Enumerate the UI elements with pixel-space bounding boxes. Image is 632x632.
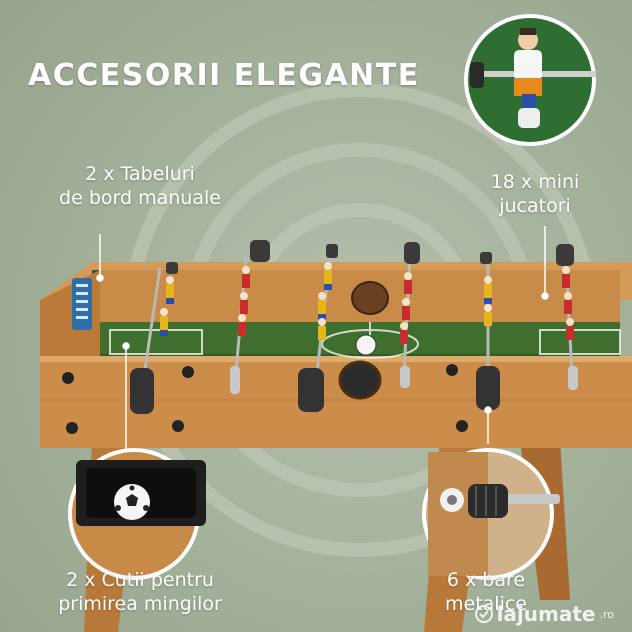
watermark-brand: lajumate [496,602,596,626]
watermark: lajumate.ro [474,602,614,626]
table-body [40,262,632,448]
callout-ball-boxes-line1: 2 x Cutii pentru [66,569,214,591]
top-handles [166,240,574,274]
inset-ball-box [68,448,206,580]
callout-lines [96,226,549,470]
callout-rods-line2: metalice [445,593,527,615]
callout-scoreboards-line1: 2 x Tabeluri [85,163,195,185]
callout-scoreboards-line2: de bord manuale [59,187,221,209]
callout-scoreboards: 2 x Tabeluri de bord manuale [40,162,240,210]
front-handles [62,364,578,434]
callout-players-line2: jucatori [499,195,571,217]
callout-players-line1: 18 x mini [490,171,580,193]
check-icon [474,605,493,623]
callout-rods-line1: 6 x bare [446,569,526,591]
mini-players [160,262,574,344]
headline: ACCESORII ELEGANTE [28,58,420,93]
watermark-suffix: .ro [599,607,614,621]
callout-players: 18 x mini jucatori [470,170,600,218]
callout-ball-boxes: 2 x Cutii pentru primirea mingilor [30,568,250,616]
inset-rod-handle [422,448,560,580]
callout-ball-boxes-line2: primirea mingilor [58,593,222,615]
callout-rods: 6 x bare metalice [426,568,546,616]
inset-player [464,14,596,146]
